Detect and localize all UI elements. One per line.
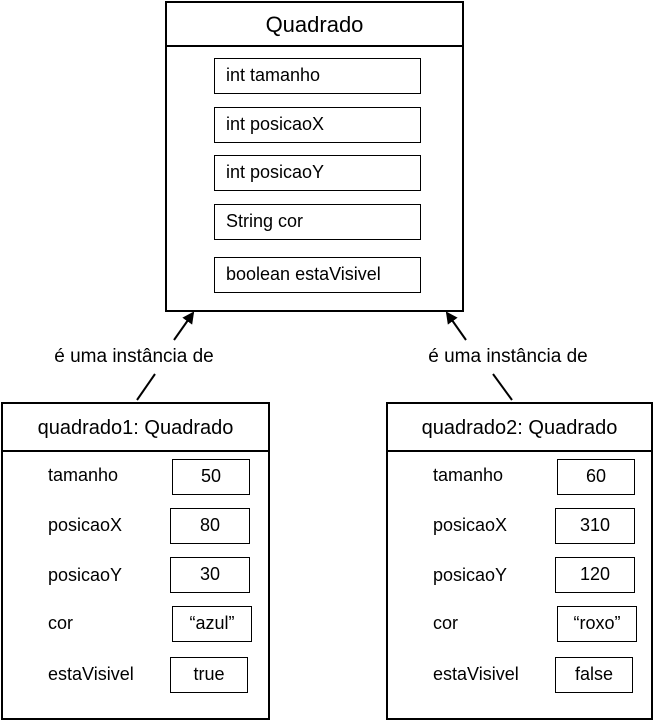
field-label: cor xyxy=(433,613,459,633)
field-label: cor xyxy=(48,613,74,633)
field-label: posicaoY xyxy=(48,565,123,585)
field-label: posicaoX xyxy=(48,515,123,535)
field-label: posicaoX xyxy=(433,515,508,535)
object-box-quadrado1: quadrado1: Quadrado tamanho 50 posicaoX … xyxy=(1,402,270,720)
field-value: 30 xyxy=(170,557,250,593)
object-box-quadrado2: quadrado2: Quadrado tamanho 60 posicaoX … xyxy=(386,402,653,720)
field-value: “azul” xyxy=(172,606,252,642)
field-value: 120 xyxy=(555,557,635,593)
relation-label-left: é uma instância de xyxy=(54,346,214,367)
object-title: quadrado1: Quadrado xyxy=(3,404,268,452)
field-label: tamanho xyxy=(48,465,119,485)
instance-connector-right xyxy=(492,373,513,401)
instance-connector-left xyxy=(136,373,156,401)
class-attribute: String cor xyxy=(214,204,421,240)
class-name: Quadrado xyxy=(167,3,462,47)
field-label: posicaoY xyxy=(433,565,508,585)
field-value: 50 xyxy=(172,459,250,495)
field-label: estaVisivel xyxy=(48,664,134,684)
field-value: true xyxy=(170,657,248,693)
instance-arrow-right xyxy=(445,311,467,341)
field-label: tamanho xyxy=(433,465,504,485)
object-title: quadrado2: Quadrado xyxy=(388,404,651,452)
field-value: 310 xyxy=(555,508,635,544)
field-value: false xyxy=(555,657,633,693)
class-attribute: boolean estaVisivel xyxy=(214,257,421,293)
field-value: 60 xyxy=(557,459,635,495)
relation-label-right: é uma instância de xyxy=(428,346,588,367)
field-value: 80 xyxy=(170,508,250,544)
field-label: estaVisivel xyxy=(433,664,519,684)
class-attribute: int tamanho xyxy=(214,58,421,94)
instance-arrow-left xyxy=(173,311,195,341)
class-attribute: int posicaoY xyxy=(214,155,421,191)
class-box: Quadrado int tamanho int posicaoX int po… xyxy=(165,1,464,312)
field-value: “roxo” xyxy=(557,606,637,642)
class-attribute: int posicaoX xyxy=(214,107,421,143)
